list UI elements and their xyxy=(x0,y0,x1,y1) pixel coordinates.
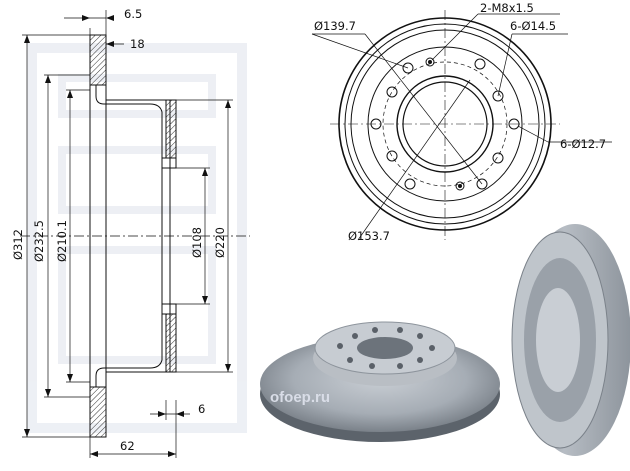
center-bore-outer xyxy=(396,75,494,173)
dim-hat-offset: 18 xyxy=(130,37,145,51)
dim-bolt-holes: 6-Ø14.5 xyxy=(510,19,556,33)
dim-flange-thickness: 6.5 xyxy=(124,7,142,21)
dim-hat-diameter: Ø220 xyxy=(213,227,227,258)
dim-arrows xyxy=(24,15,231,457)
top-friction-ring xyxy=(89,34,107,86)
disc-render-flat xyxy=(260,321,500,442)
thread-holes xyxy=(425,57,465,191)
dim-diameter-232: Ø232.5 xyxy=(32,220,46,262)
hat-inner-outline xyxy=(95,85,163,387)
side-section-view xyxy=(20,10,250,458)
hub-flange-bottom xyxy=(165,313,177,373)
center-bore-inner xyxy=(402,81,488,167)
bore-step-bottom xyxy=(161,303,177,315)
bolt-holes xyxy=(370,58,520,190)
disc-ring-1 xyxy=(344,23,546,225)
disc-ring-2 xyxy=(350,29,540,219)
dim-lines xyxy=(22,10,233,458)
disc-render-edge xyxy=(511,224,630,456)
dim-outer-pcd: Ø153.7 xyxy=(348,229,390,243)
pcd-circle xyxy=(382,61,508,187)
bore-step-top xyxy=(161,157,177,169)
dim-min-thickness: 6 xyxy=(198,402,205,416)
hat-outline xyxy=(105,85,171,387)
dim-thread-holes: 2-M8x1.5 xyxy=(480,1,534,15)
watermark-text: ofoep.ru xyxy=(270,389,330,406)
dim-hub-holes: 6-Ø12.7 xyxy=(560,137,606,151)
dim-overall-height: 62 xyxy=(120,439,135,453)
dim-center-bore: Ø108 xyxy=(190,227,204,258)
dim-diameter-210: Ø210.1 xyxy=(55,220,69,262)
dim-outer-diameter: Ø312 xyxy=(11,229,25,260)
watermark-logo xyxy=(27,43,247,433)
dim-pcd: Ø139.7 xyxy=(314,19,356,33)
hub-flange-top xyxy=(165,99,177,159)
bottom-friction-ring xyxy=(89,386,107,438)
front-view xyxy=(311,10,612,241)
disc-outer-circle xyxy=(338,17,552,231)
leader-lines xyxy=(311,13,612,241)
